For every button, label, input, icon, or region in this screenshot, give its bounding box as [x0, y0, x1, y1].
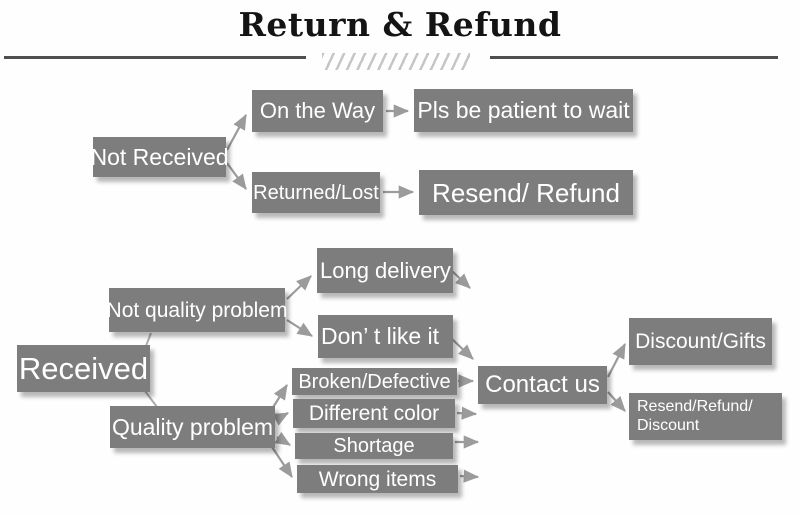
node-not-received: Not Received: [90, 137, 229, 177]
node-wrong-items: Wrong items: [297, 465, 458, 493]
link-received-notquality: [145, 332, 152, 347]
node-received: Received: [17, 345, 150, 392]
divider-line-right: [490, 56, 778, 59]
divider-hatch-marks: [322, 53, 470, 70]
arrow-dontlike-contact: [451, 338, 474, 360]
arrow-quality-differentcolor: [272, 412, 289, 426]
divider-line-left: [4, 56, 306, 59]
node-pls-be-patient: Pls be patient to wait: [414, 89, 633, 132]
arrow-longdelivery-out: [451, 270, 471, 289]
node-broken-defective: Broken/Defective: [292, 368, 457, 395]
node-quality-problem: Quality problem: [110, 406, 275, 448]
node-different-color: Different color: [293, 399, 455, 428]
node-resend-refund-discount: Resend/Refund/ Discount: [629, 393, 782, 440]
arrow-quality-shortage: [274, 431, 291, 446]
node-long-delivery: Long delivery: [317, 248, 453, 293]
node-returned-lost: Returned/Lost: [252, 172, 380, 213]
arrow-notquality-dontlike: [286, 319, 313, 337]
node-not-quality-problem: Not quality problem: [107, 288, 287, 332]
node-shortage: Shortage: [295, 433, 453, 459]
arrow-contact-discountgifts: [607, 343, 626, 378]
arrow-quality-broken: [271, 384, 288, 410]
node-resend-refund: Resend/ Refund: [419, 170, 633, 215]
node-resend-refund-discount-line1: Resend/Refund/: [637, 398, 753, 416]
node-contact-us: Contact us: [478, 366, 607, 404]
page-title: Return & Refund: [238, 5, 562, 44]
arrow-wrongitems-contact: [459, 469, 480, 483]
arrow-notreceived-ontheway: [226, 114, 247, 151]
arrow-notquality-longdelivery: [286, 275, 312, 300]
arrow-quality-wrongitems: [271, 446, 293, 478]
node-on-the-way: On the Way: [252, 90, 383, 132]
link-received-quality: [144, 390, 158, 408]
arrow-contact-resendrefunddiscount: [607, 391, 626, 412]
arrow-notreceived-returnedlost: [226, 162, 247, 190]
node-resend-refund-discount-line2: Discount: [637, 416, 700, 434]
node-dont-like-it: Don’ t like it: [318, 315, 453, 358]
arrow-differentcolor-contact: [456, 406, 478, 420]
node-discount-gifts: Discount/Gifts: [629, 318, 772, 365]
